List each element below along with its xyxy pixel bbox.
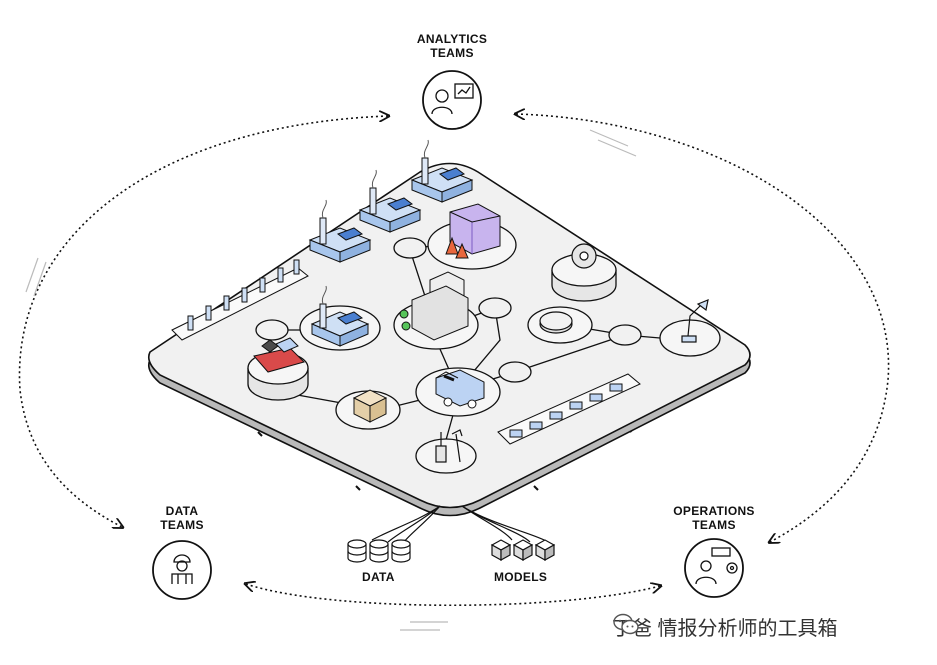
data-output-label: DATA bbox=[362, 570, 395, 584]
warehouse-rack bbox=[445, 203, 501, 259]
factory-west bbox=[310, 285, 370, 347]
analyst-with-chart-icon bbox=[431, 83, 474, 115]
arrow-analytics-to-data bbox=[18, 116, 388, 527]
arrow-data-to-operations bbox=[246, 584, 660, 607]
data-teams-label: DATA TEAMS bbox=[160, 504, 204, 532]
model-cubes-icon bbox=[490, 539, 556, 562]
team-node-operations bbox=[684, 538, 744, 598]
analytics-teams-label: ANALYTICS TEAMS bbox=[416, 32, 488, 60]
output-streams bbox=[371, 505, 549, 543]
robot-arm bbox=[681, 299, 709, 343]
wechat-icon bbox=[613, 613, 639, 635]
cycle-arrows bbox=[18, 114, 890, 607]
cargo-ship bbox=[253, 337, 305, 373]
trucks-row bbox=[497, 373, 641, 445]
team-node-analytics bbox=[422, 70, 482, 130]
database-stack-icon bbox=[347, 539, 411, 563]
operations-teams-label: OPERATIONS TEAMS bbox=[673, 504, 755, 532]
truck bbox=[435, 369, 485, 409]
models-output-label: MODELS bbox=[494, 570, 548, 584]
office-building bbox=[399, 271, 469, 341]
tools bbox=[435, 429, 463, 463]
gear bbox=[571, 243, 597, 269]
factory-2 bbox=[358, 169, 422, 233]
engineer-helmet-icon bbox=[171, 554, 193, 584]
arrow-analytics-to-operations bbox=[516, 114, 890, 542]
relay-nodes bbox=[255, 237, 642, 383]
watermark: 丁爸 情报分析师的工具箱 bbox=[612, 612, 838, 641]
factory-1 bbox=[308, 199, 372, 263]
team-node-data bbox=[152, 540, 212, 600]
assembly-line bbox=[171, 259, 309, 341]
package-box bbox=[352, 389, 388, 423]
coin bbox=[539, 311, 573, 334]
factory-row bbox=[308, 139, 474, 347]
motion-marks bbox=[25, 129, 637, 631]
watermark-text: 丁爸 情报分析师的工具箱 bbox=[612, 618, 838, 640]
operator-with-gears-icon bbox=[695, 547, 738, 585]
factory-3 bbox=[410, 139, 474, 203]
